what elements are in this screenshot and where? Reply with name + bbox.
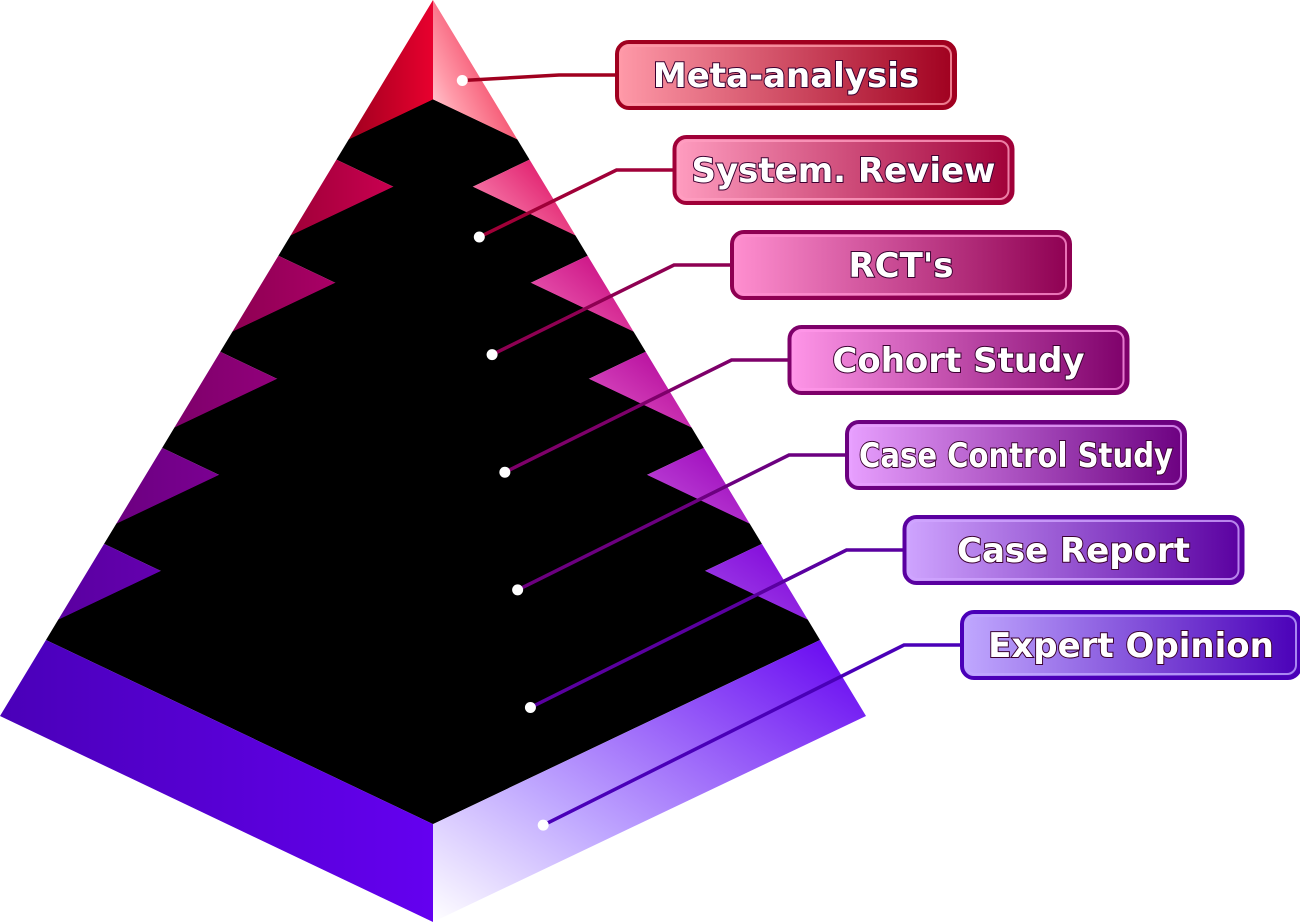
connector-dot: [473, 231, 485, 243]
tier-left-face: [0, 639, 433, 922]
label-box: Case Control Study: [845, 420, 1187, 490]
label-box-inner-border: [620, 45, 952, 105]
label-box: RCT's: [730, 230, 1072, 300]
label-box-inner-border: [907, 520, 1240, 580]
tier-label: Case Report: [957, 531, 1190, 571]
label-box-inner-border: [792, 330, 1125, 390]
connector-dot: [456, 74, 468, 86]
tier-label: Cohort Study: [832, 341, 1084, 381]
connector-line: [516, 453, 847, 592]
connector-line: [478, 168, 675, 239]
tier-top-face: [290, 167, 576, 304]
label-box-bg: [960, 610, 1300, 680]
connector-line: [529, 548, 905, 710]
tier-label: Meta-analysis: [653, 56, 919, 96]
connector-dot: [486, 349, 498, 361]
label-box-inner-border: [965, 615, 1297, 675]
tier-label: Case Control Study: [859, 436, 1173, 476]
tier-label: Expert Opinion: [988, 626, 1274, 666]
tier-right-face: [433, 639, 866, 922]
connector-dot: [512, 584, 524, 596]
tier-label: RCT's: [849, 246, 954, 286]
connector-line: [504, 358, 790, 474]
label-box-inner-border: [850, 425, 1182, 485]
label-box-inner-border: [735, 235, 1067, 295]
connector-dot: [524, 702, 536, 714]
connector-line: [491, 263, 732, 357]
tier-top-face: [58, 441, 808, 799]
connector-dot: [499, 466, 511, 478]
label-box-bg: [902, 515, 1245, 585]
connector-line: [462, 73, 617, 83]
label-box-bg: [845, 420, 1187, 490]
label-box-inner-border: [677, 140, 1010, 200]
connector-dot: [537, 819, 549, 831]
tier-top-face: [348, 99, 518, 180]
label-box: System. Review: [672, 135, 1015, 205]
label-box: Cohort Study: [787, 325, 1130, 395]
label-box-bg: [787, 325, 1130, 395]
label-box-bg: [730, 230, 1072, 300]
label-box: Case Report: [902, 515, 1245, 585]
label-box: Expert Opinion: [960, 610, 1300, 680]
pyramid-tiers: [0, 0, 866, 922]
label-box-bg: [615, 40, 957, 110]
pyramid-connectors: [456, 73, 962, 831]
connector-line: [542, 643, 962, 827]
tier-label: System. Review: [692, 151, 996, 191]
label-box-bg: [672, 135, 1015, 205]
label-box: Meta-analysis: [615, 40, 957, 110]
